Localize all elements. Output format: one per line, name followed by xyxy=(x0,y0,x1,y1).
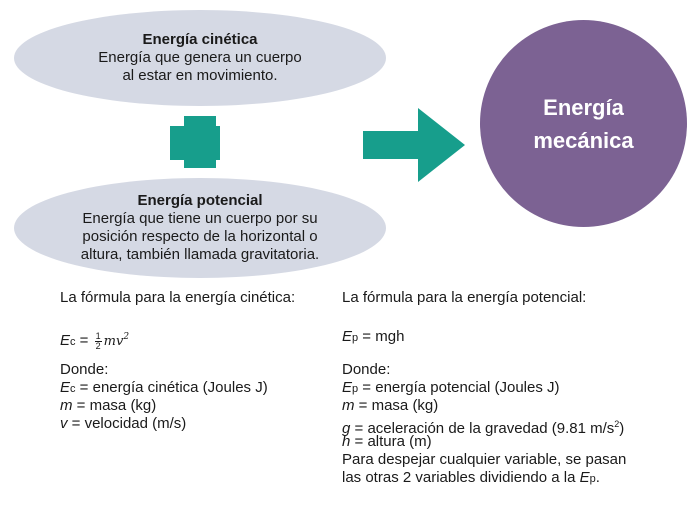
def-text: = energía cinética (Joules J) xyxy=(75,379,268,396)
potential-formula-intro: La fórmula para la energía potencial: xyxy=(342,289,587,306)
mechanical-energy-line1: Energía xyxy=(543,94,624,120)
frac-numerator: 1 xyxy=(94,330,102,342)
formula-sub: p xyxy=(352,332,359,344)
formula-mv: mv xyxy=(103,334,124,349)
kinetic-def-ec: Ec = energía cinética (Joules J) xyxy=(60,379,295,397)
def-text: = energía potencial (Joules J) xyxy=(358,379,560,396)
potential-formula-column: La fórmula para la energía potencial: Ep… xyxy=(342,289,626,487)
def-sub: p xyxy=(352,383,359,395)
frac-denominator: 2 xyxy=(95,340,101,351)
potential-energy-desc-line1: Energía que tiene un cuerpo por su xyxy=(82,210,318,227)
kinetic-formula-column: La fórmula para la energía cinética: Ec … xyxy=(60,289,295,433)
kinetic-formula-intro: La fórmula para la energía cinética: xyxy=(60,289,296,306)
formula-exponent: 2 xyxy=(123,332,130,342)
potential-def-m: m = masa (kg) xyxy=(342,397,626,415)
formula-text: = mgh xyxy=(358,328,405,345)
def-var: g xyxy=(342,420,351,437)
def-text: = aceleración de la gravedad (9.81 m/s xyxy=(350,420,615,437)
def-text: = altura (m) xyxy=(350,433,432,450)
potential-formula: Ep = mgh xyxy=(342,325,626,349)
kinetic-def-m: m = masa (kg) xyxy=(60,397,295,415)
potential-def-g: g = aceleración de la gravedad (9.81 m/s… xyxy=(342,415,626,437)
def-text: = velocidad (m/s) xyxy=(67,415,187,432)
def-text: = masa (kg) xyxy=(72,397,157,414)
kinetic-energy-title: Energía cinética xyxy=(142,31,258,48)
mechanical-energy-circle: Energía mecánica xyxy=(480,20,687,227)
mechanical-energy-line2: mecánica xyxy=(533,127,634,153)
potential-note-line1: Para despejar cualquier variable, se pas… xyxy=(342,451,627,468)
def-sub: c xyxy=(70,383,76,395)
potential-energy-title: Energía potencial xyxy=(137,192,263,209)
def-var: E xyxy=(342,379,353,396)
def-exponent: 2 xyxy=(614,419,620,429)
def-var: h xyxy=(342,433,351,450)
def-text: = masa (kg) xyxy=(354,397,439,414)
formula-sub: c xyxy=(70,336,76,348)
kinetic-donde: Donde: xyxy=(60,361,109,378)
formula-var: E xyxy=(342,328,353,345)
kinetic-def-v: v = velocidad (m/s) xyxy=(60,415,295,433)
potential-def-h: h = altura (m) xyxy=(342,433,626,451)
potential-energy-ellipse: Energía potencial Energía que tiene un c… xyxy=(14,178,386,278)
note-text: las otras 2 variables dividiendo a la xyxy=(342,469,580,486)
def-var: m xyxy=(60,397,73,414)
formula-var: E xyxy=(60,332,71,349)
note-sub: p xyxy=(589,473,596,485)
def-var: E xyxy=(60,379,71,396)
def-close: ) xyxy=(619,420,625,437)
note-var: E xyxy=(579,469,590,486)
kinetic-energy-desc-line1: Energía que genera un cuerpo xyxy=(98,49,302,66)
def-var: v xyxy=(60,415,68,432)
potential-energy-desc-line2: posición respecto de la horizontal o xyxy=(82,228,318,245)
plus-icon-horizontal-bar xyxy=(170,126,220,160)
def-var: m xyxy=(342,397,355,414)
potential-def-ep: Ep = energía potencial (Joules J) xyxy=(342,379,626,397)
kinetic-energy-desc-line2: al estar en movimiento. xyxy=(122,67,278,84)
formula-eq: = xyxy=(75,332,93,349)
right-arrow-icon xyxy=(363,108,465,182)
kinetic-energy-ellipse: Energía cinética Energía que genera un c… xyxy=(14,10,386,106)
potential-note-line2: las otras 2 variables dividiendo a la Ep… xyxy=(342,469,626,487)
potential-donde: Donde: xyxy=(342,361,391,378)
note-end: . xyxy=(595,469,600,486)
potential-energy-desc-line3: altura, también llamada gravitatoria. xyxy=(80,246,320,263)
